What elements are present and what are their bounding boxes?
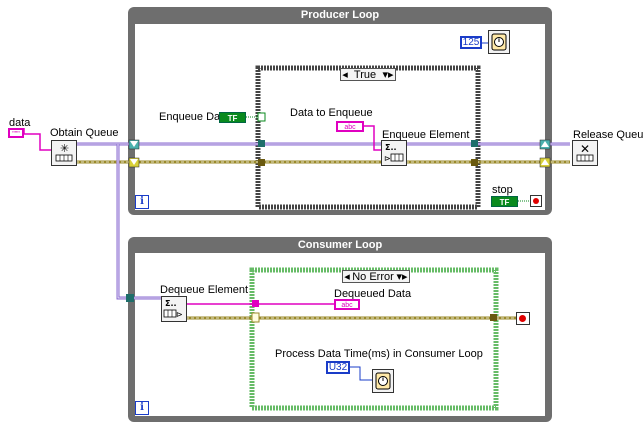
stop-label: stop [492, 184, 513, 196]
wait-ms-producer-node[interactable] [488, 30, 510, 54]
producer-case-selector[interactable]: ◂ True ▾▸ [340, 68, 396, 81]
data-control[interactable]: """ [8, 128, 24, 138]
dequeue-icon: Σ.. ⊳ [163, 299, 183, 319]
producer-iteration-terminal: i [135, 195, 149, 209]
obtain-queue-icon: ✳ [55, 142, 73, 162]
shift-register-right-error [541, 159, 549, 165]
case-prev-icon[interactable]: ◂ [342, 69, 348, 81]
consumer-iteration-terminal: i [135, 401, 149, 415]
case-selector-value: No Error [352, 271, 394, 283]
enqueue-element-label: Enqueue Element [382, 129, 470, 141]
svg-text:✳: ✳ [60, 142, 69, 155]
wait-ms-constant[interactable]: 125 [460, 36, 482, 49]
string-glyph: abc [341, 302, 353, 309]
stopwatch-icon [375, 372, 391, 390]
consumer-queue-tunnel [126, 294, 134, 302]
case-queue-tunnel-in [258, 140, 265, 147]
consumer-case-error-tunnel-out [490, 314, 497, 321]
consumer-case-selector-label[interactable]: ◂ No Error ▾▸ [342, 270, 410, 283]
svg-text:⊳: ⊳ [384, 154, 391, 163]
dequeued-data-label: Dequeued Data [334, 288, 412, 300]
release-queue-icon: ✕ [576, 142, 594, 162]
producer-loop-title-bar: Producer Loop [128, 8, 552, 22]
obtain-queue-label: Obtain Queue [50, 127, 119, 139]
case-selector-terminal [257, 112, 266, 122]
process-time-control[interactable]: U32 [326, 361, 350, 374]
case-selector-value: True [353, 69, 377, 81]
stopwatch-icon [491, 33, 507, 51]
case-next-icon[interactable]: ▾▸ [396, 271, 408, 283]
process-time-label: Process Data Time(ms) in Consumer Loop [275, 348, 483, 360]
case-error-tunnel-in [258, 159, 265, 166]
consumer-case-string-tunnel [252, 300, 259, 307]
svg-text:Σ..: Σ.. [385, 143, 397, 152]
enqueue-data-boolean-control[interactable]: TF [219, 112, 246, 123]
obtain-queue-node[interactable]: ✳ [51, 140, 77, 166]
case-next-icon[interactable]: ▾▸ [382, 69, 394, 81]
wire-string-const [364, 125, 382, 151]
dequeue-element-label: Dequeue Element [160, 284, 249, 296]
data-to-enqueue-string-control[interactable]: abc [336, 121, 364, 132]
consumer-loop-frame[interactable] [128, 237, 552, 422]
case-queue-tunnel-out [471, 140, 478, 147]
shift-register-right-queue [541, 141, 549, 147]
tf-glyph: TF [227, 114, 238, 123]
stop-boolean-control[interactable]: TF [491, 196, 518, 207]
string-glyph: abc [344, 124, 356, 131]
release-queue-node[interactable]: ✕ [572, 140, 598, 166]
consumer-case-selector [251, 312, 260, 323]
wire-queue-consumer [116, 144, 165, 300]
svg-text:⊳: ⊳ [176, 310, 183, 319]
enqueue-data-label: Enqueue Data [159, 111, 230, 123]
svg-text:Σ..: Σ.. [165, 299, 177, 308]
producer-loop-title: Producer Loop [300, 9, 380, 21]
stop-icon [519, 315, 526, 322]
wire-data-string [23, 128, 52, 151]
data-to-enqueue-label: Data to Enqueue [290, 107, 373, 119]
wire-wait-consumer [350, 366, 372, 381]
consumer-stop-terminal[interactable] [516, 312, 530, 325]
shift-register-left-error [130, 159, 138, 165]
svg-text:✕: ✕ [580, 142, 590, 156]
consumer-loop-title: Consumer Loop [297, 239, 383, 251]
shift-register-left-queue [130, 141, 138, 147]
stop-icon [533, 198, 539, 204]
case-prev-icon[interactable]: ◂ [344, 271, 350, 283]
dequeued-data-indicator: abc [334, 299, 360, 310]
tf-glyph: TF [499, 198, 510, 207]
release-queue-label: Release Queue [573, 129, 643, 141]
string-icon: """ [12, 131, 20, 138]
enqueue-element-node[interactable]: Σ.. ⊳ [381, 140, 407, 166]
wait-ms-consumer-node[interactable] [372, 369, 394, 393]
enqueue-icon: Σ.. ⊳ [384, 143, 404, 163]
consumer-loop-title-bar: Consumer Loop [128, 238, 552, 252]
data-control-label: data [9, 117, 31, 129]
dequeue-element-node[interactable]: Σ.. ⊳ [161, 296, 187, 322]
stop-condition-terminal[interactable] [530, 195, 542, 207]
case-error-tunnel-out [471, 159, 478, 166]
